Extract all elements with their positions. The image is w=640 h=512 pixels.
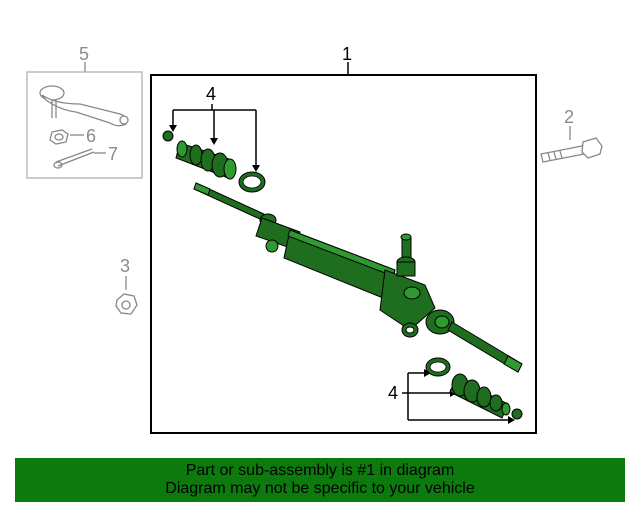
banner-line-2: Diagram may not be specific to your vehi…: [165, 480, 475, 497]
lower-boot-band: [425, 357, 451, 377]
mount-nut-part: [115, 293, 138, 315]
bolt-part: [540, 137, 603, 163]
callout-3: 3: [120, 256, 130, 276]
callout-2: 2: [564, 107, 574, 127]
lower-boot: [449, 373, 511, 419]
steering-rack-assembly: [193, 182, 523, 373]
upper-boot-clamp: [162, 130, 174, 142]
upper-boot: [175, 140, 237, 180]
callout-4-bottom-leaders: [402, 372, 510, 421]
callout-5: 5: [79, 44, 89, 64]
callout-4-top-leaders: [172, 104, 257, 167]
callout-4-top: 4: [206, 84, 216, 104]
banner-line-1: Part or sub-assembly is #1 in diagram: [185, 462, 455, 479]
callout-1: 1: [342, 44, 352, 64]
tie-rod-end-part: [39, 85, 129, 127]
cotter-pin-part: [53, 148, 95, 169]
callout-6: 6: [86, 126, 96, 146]
callout-4-bottom: 4: [388, 383, 398, 403]
callout-4-top-arrowheads: [169, 125, 260, 172]
lower-boot-clamp: [511, 408, 523, 420]
info-banner: Part or sub-assembly is #1 in diagram Di…: [15, 458, 625, 502]
callout-7: 7: [108, 144, 118, 164]
upper-boot-band: [238, 171, 266, 193]
assembly-frame: [150, 74, 537, 434]
nut-part: [49, 129, 69, 145]
